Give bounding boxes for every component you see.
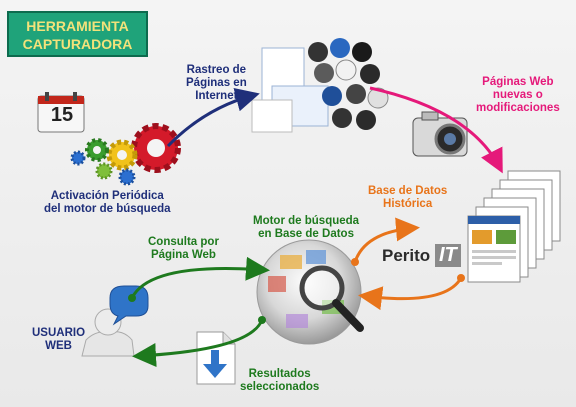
title-line-2: CAPTURADORA [22,36,133,52]
logo-it-text: IT [435,244,461,267]
label-motor-line-1: Motor de búsqueda [253,215,360,227]
arrow-query-to-engine [130,256,270,299]
label-base-datos: Base de Datos Histórica [368,185,447,211]
label-activacion-line-2: del motor de búsqueda [44,203,171,215]
document-download-icon [196,331,236,385]
label-usuario: USUARIO WEB [32,327,85,353]
label-motor: Motor de búsqueda en Base de Datos [253,215,359,241]
web-pages-stack [467,170,561,283]
camera-icon [412,111,468,157]
arrow-engine-to-database [353,217,420,263]
label-base-datos-line-2: Histórica [383,198,433,210]
title-box: HERRAMIENTA CAPTURADORA [7,11,148,57]
logo-perito-text: Perito [382,246,431,265]
label-resultados-line-1: Resultados [248,368,311,380]
search-globe-icon [256,239,364,345]
label-usuario-line-1: USUARIO [32,327,86,339]
calendar-icon [37,92,85,133]
label-paginas-web: Páginas Web nuevas o modificaciones [476,76,560,115]
gears-icon [70,123,181,186]
arrow-crawl-to-pages [369,86,503,174]
label-activacion-line-1: Activación Periódica [50,190,164,202]
label-paginas-web-line-2: nuevas o [492,89,543,101]
label-base-datos-line-1: Base de Datos [368,185,448,197]
arrow-engine-to-user [132,319,264,368]
label-paginas-web-line-3: modificaciones [476,102,560,114]
label-resultados: Resultados seleccionados [240,368,319,394]
label-rastreo-line-1: Rastreo de [186,64,247,76]
label-paginas-web-line-1: Páginas Web [482,76,554,88]
label-usuario-line-2: WEB [45,340,72,352]
label-resultados-line-2: seleccionados [240,381,320,393]
label-activacion: Activación Periódica del motor de búsque… [44,190,171,216]
label-rastreo-line-3: Internet [195,90,238,102]
title-line-1: HERRAMIENTA [26,18,129,34]
arrow-activation-to-crawl [166,88,260,148]
label-consulta-line-2: Página Web [150,249,216,261]
arrow-database-to-engine [358,277,463,311]
label-rastreo: Rastreo de Páginas en Internet [186,64,247,103]
internet-pages-collage [251,38,389,133]
label-rastreo-line-2: Páginas en [186,77,247,89]
label-consulta-line-1: Consulta por [148,236,219,248]
perito-it-logo: Perito IT [378,243,466,269]
calendar-day: 15 [50,104,74,126]
label-consulta: Consulta por Página Web [148,236,219,262]
user-icon [81,285,149,357]
label-motor-line-2: en Base de Datos [258,228,354,240]
